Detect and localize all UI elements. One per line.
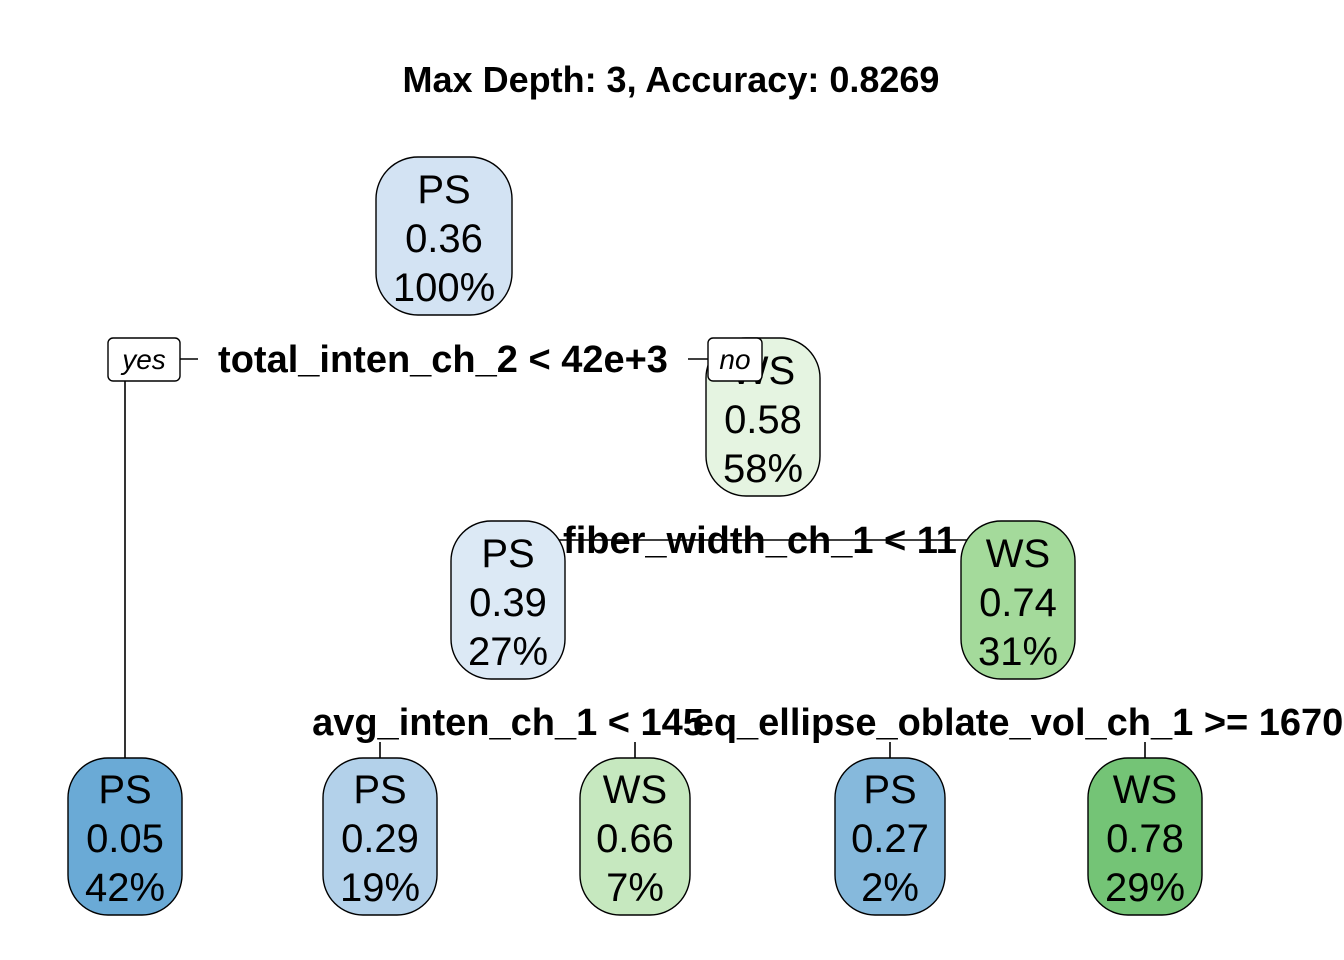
leaf-5-pct: 29%	[1105, 866, 1185, 910]
node-root-prob: 0.36	[405, 217, 483, 261]
leaf-2-prob: 0.29	[341, 817, 419, 861]
leaf-4-class: PS	[863, 768, 916, 812]
node-right-right-pct: 31%	[978, 630, 1058, 674]
leaf-5-class: WS	[1113, 768, 1177, 812]
node-right-right-class: WS	[986, 532, 1050, 576]
leaf-5-box	[1087, 757, 1203, 916]
split-right-label: fiber_width_ch_1 < 11	[563, 520, 957, 562]
yes-label: yes	[120, 344, 166, 375]
yes-box	[107, 337, 181, 382]
node-right-prob: 0.58	[724, 398, 802, 442]
node-right-left-pct: 27%	[468, 630, 548, 674]
split-root: total_inten_ch_2 < 42e+3 yes no	[107, 337, 763, 382]
node-root: PS 0.36 100%	[375, 156, 513, 316]
node-right-pct: 58%	[723, 447, 803, 491]
leaf-1-pct: 42%	[85, 866, 165, 910]
chart-title: Max Depth: 3, Accuracy: 0.8269	[403, 59, 940, 100]
node-root-class: PS	[417, 168, 470, 212]
leaf-3-class: WS	[603, 768, 667, 812]
leaf-4-box	[834, 757, 946, 916]
leaf-5: WS 0.78 29%	[1087, 757, 1203, 916]
tree-edges	[124, 358, 1146, 758]
node-right-left-prob: 0.39	[469, 581, 547, 625]
node-right-right: WS 0.74 31%	[960, 520, 1076, 680]
leaf-2-box	[322, 757, 438, 916]
leaf-1-box	[67, 757, 183, 916]
leaf-2-class: PS	[353, 768, 406, 812]
node-right-left: PS 0.39 27%	[450, 520, 566, 680]
leaf-1-class: PS	[98, 768, 151, 812]
node-right-right-box	[960, 520, 1076, 680]
node-right-left-box	[450, 520, 566, 680]
leaf-4-prob: 0.27	[851, 817, 929, 861]
leaf-4: PS 0.27 2%	[834, 757, 946, 916]
leaf-3-box	[579, 757, 691, 916]
split-root-label: total_inten_ch_2 < 42e+3	[218, 339, 668, 381]
leaf-3-prob: 0.66	[596, 817, 674, 861]
leaf-1: PS 0.05 42%	[67, 757, 183, 916]
node-right-left-class: PS	[481, 532, 534, 576]
node-root-pct: 100%	[393, 266, 495, 310]
split-right-right-label: eq_ellipse_oblate_vol_ch_1 >= 1670	[693, 702, 1344, 744]
node-right-right-prob: 0.74	[979, 581, 1057, 625]
no-label: no	[719, 344, 750, 375]
split-right-left-label: avg_inten_ch_1 < 145	[312, 702, 704, 744]
leaf-3-pct: 7%	[606, 866, 664, 910]
leaf-4-pct: 2%	[861, 866, 919, 910]
node-root-box	[375, 156, 513, 316]
leaf-5-prob: 0.78	[1106, 817, 1184, 861]
leaf-2-pct: 19%	[340, 866, 420, 910]
leaf-1-prob: 0.05	[86, 817, 164, 861]
leaf-3: WS 0.66 7%	[579, 757, 691, 916]
no-box	[707, 337, 763, 382]
leaf-2: PS 0.29 19%	[322, 757, 438, 916]
